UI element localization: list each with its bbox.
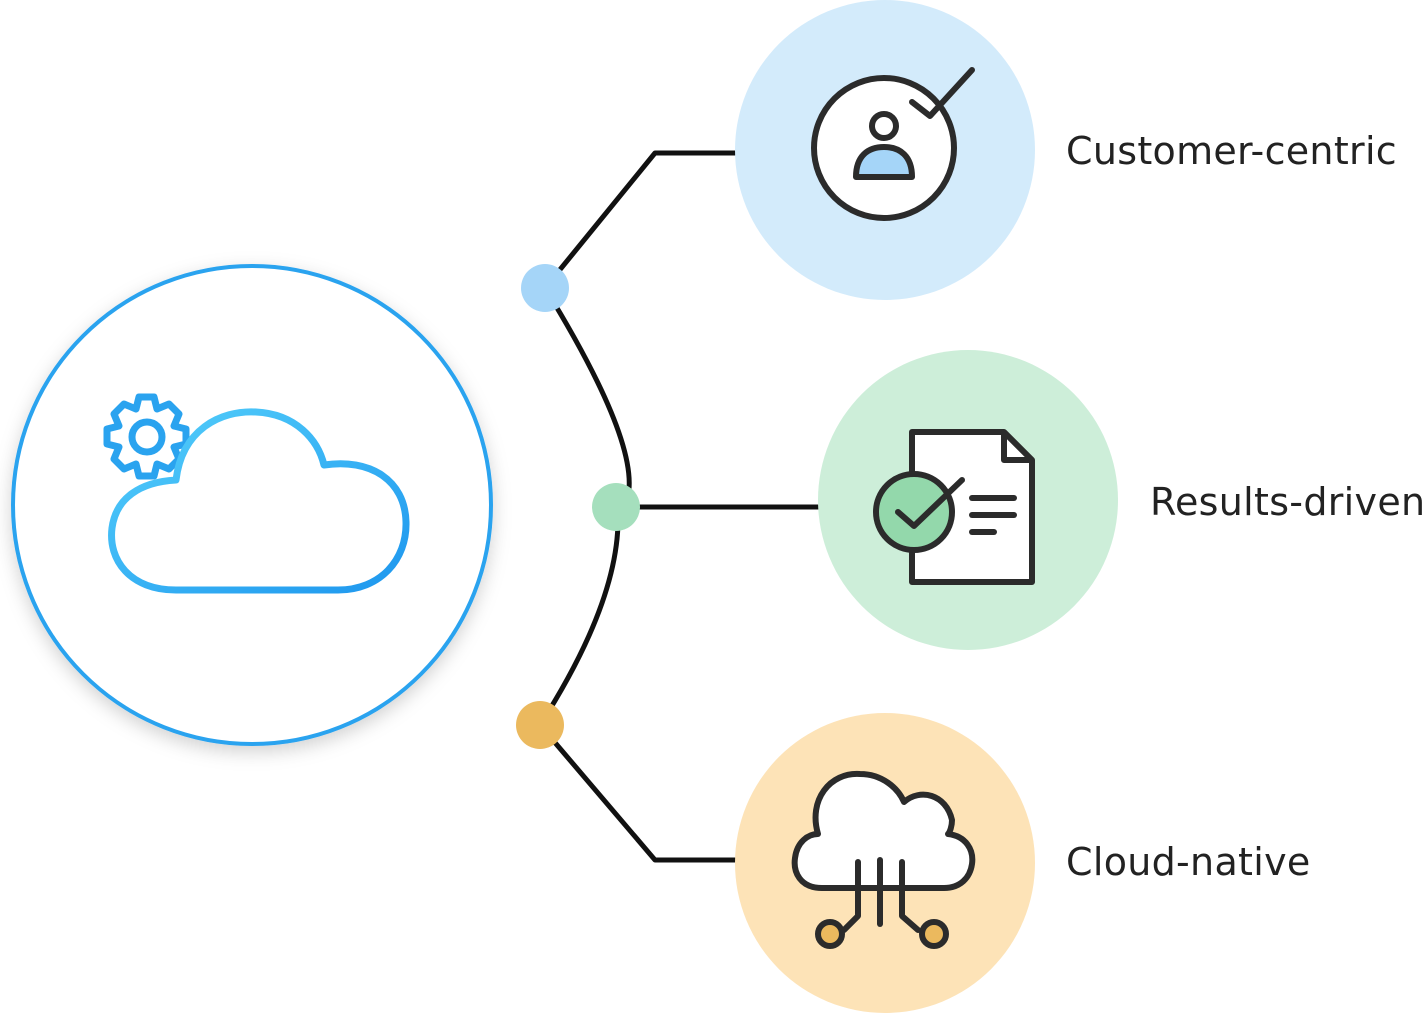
label-customer-centric: Customer-centric [1066,129,1397,173]
junction-dot-customer [521,264,569,312]
junction-dot-results [592,483,640,531]
hub-node [11,264,493,746]
cloud-gear-icon [103,393,410,594]
user-check-icon [811,67,975,221]
node-customer-centric [735,0,1035,300]
label-cloud-native: Cloud-native [1066,840,1311,884]
document-check-icon [873,429,1035,585]
connector-cloud [538,723,740,863]
connector-customer [543,150,740,290]
cloud-network-icon [791,770,976,949]
node-results-driven [818,350,1118,650]
connector-lines [537,150,822,863]
junction-dot-cloud [516,701,564,749]
node-cloud-native [735,713,1035,1013]
label-results-driven: Results-driven [1150,480,1426,524]
